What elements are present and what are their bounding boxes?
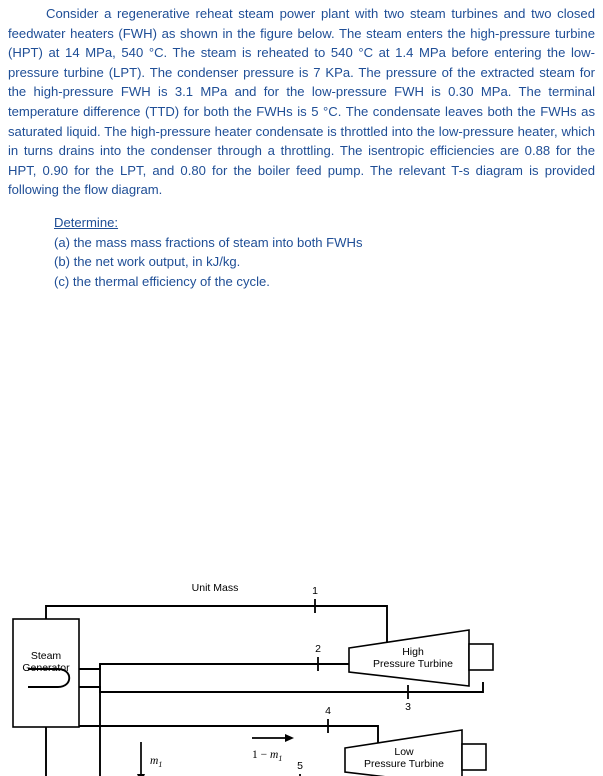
state-label-1: 1	[312, 585, 318, 597]
problem-statement: Consider a regenerative reheat steam pow…	[8, 4, 595, 200]
unit-mass-top-label: Unit Mass	[192, 582, 239, 594]
determine-item-b: (b) the net work output, in kJ/kg.	[54, 254, 241, 270]
label-1-minus-m1-m: m	[270, 749, 278, 761]
steam-generator-label-line2: Generator	[22, 662, 70, 674]
label-1-minus-m1: 1 − m1	[252, 749, 282, 763]
steam-generator-coil	[28, 668, 71, 688]
determine-title: Determine:	[54, 215, 119, 230]
state-label-2: 2	[315, 643, 321, 655]
hpt-generator-box	[468, 643, 494, 671]
lpt-generator-box	[461, 743, 487, 771]
determine-item-a: (a) the mass mass fractions of steam int…	[54, 234, 363, 250]
hpt-label-line2: Pressure Turbine	[373, 658, 453, 670]
pipe-sg-to-hpt	[45, 605, 388, 648]
label-m1-sub: 1	[158, 760, 162, 769]
pipe-reheat-to-sg	[46, 682, 484, 693]
state-label-4: 4	[325, 705, 331, 717]
plant-flow-diagram: Steam Generator High Pressure Turbine Lo…	[12, 582, 494, 776]
lpt-label-line2: Pressure Turbine	[364, 758, 444, 770]
state-label-3: 3	[405, 701, 411, 713]
determine-item-c: (c) the thermal efficiency of the cycle.	[54, 273, 270, 289]
label-1-minus-m1-sub: 1	[278, 754, 282, 763]
problem-paragraph: Consider a regenerative reheat steam pow…	[8, 6, 595, 198]
determine-block: Determine: (a) the mass mass fractions o…	[54, 213, 363, 291]
lpt-label-line1: Low	[394, 746, 414, 758]
arrowhead-1-minus-m1	[285, 734, 294, 742]
steam-generator-label-line1: Steam	[31, 650, 62, 662]
state-label-5: 5	[297, 760, 303, 772]
label-m1-m: m	[150, 755, 158, 767]
label-m1: m1	[150, 755, 162, 769]
pipe-to-lpt	[23, 725, 379, 748]
high-pressure-turbine	[348, 629, 470, 687]
low-pressure-turbine	[344, 729, 463, 776]
hpt-label-line1: High	[402, 646, 424, 658]
